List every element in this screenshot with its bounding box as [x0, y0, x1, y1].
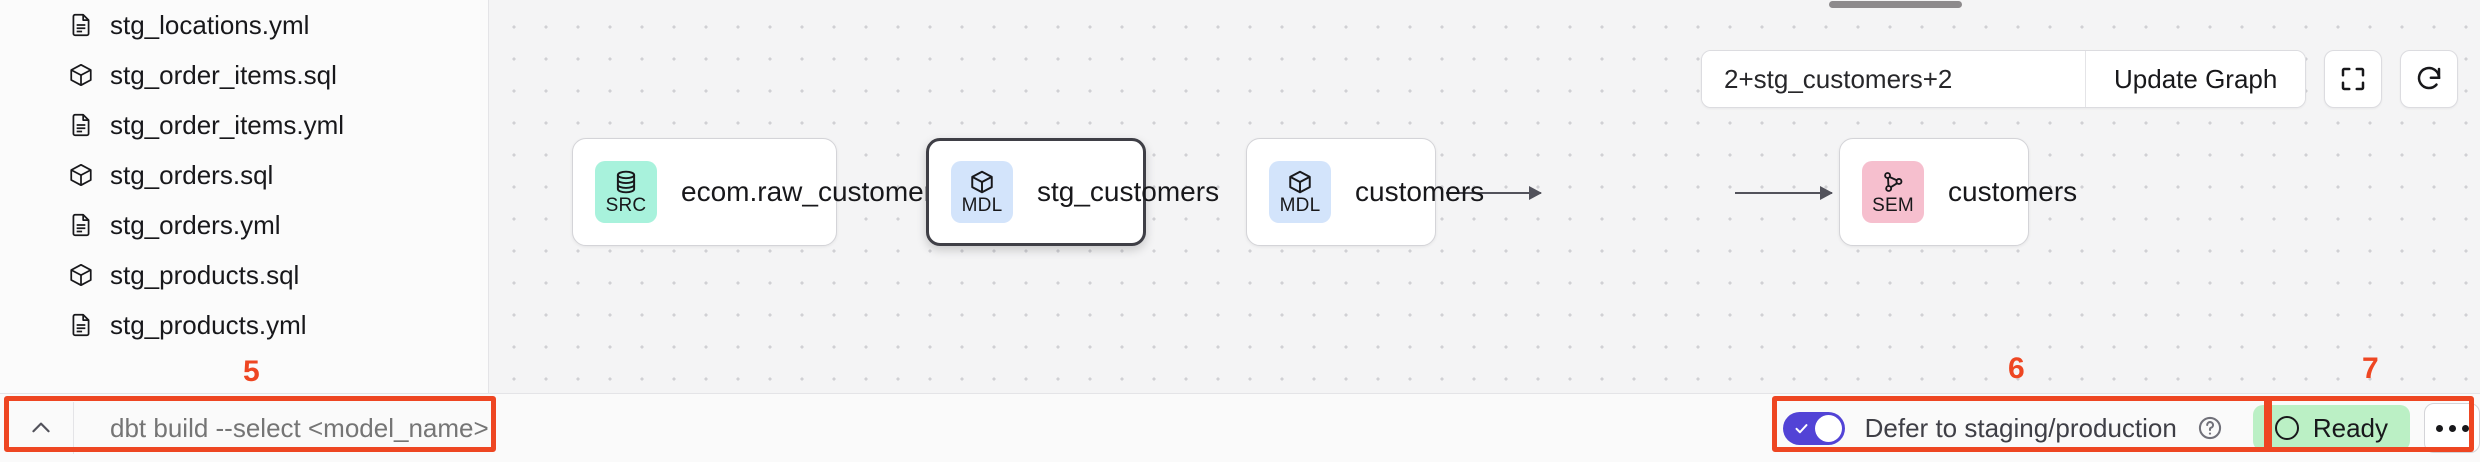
file-row[interactable]: stg_orders.sql — [0, 150, 488, 200]
graph-node-src[interactable]: SRC ecom.raw_customers — [572, 138, 947, 246]
node-abbr-mdl: MDL — [961, 195, 1003, 216]
database-icon — [616, 170, 636, 194]
file-row[interactable]: stg_products.sql — [0, 250, 488, 300]
file-row[interactable]: stg_orders.yml — [0, 200, 488, 250]
graph-selector-input[interactable] — [1702, 51, 2085, 107]
file-yaml-icon — [72, 313, 90, 337]
node-abbr-src: SRC — [605, 195, 647, 216]
file-yaml-icon — [72, 213, 90, 237]
file-row[interactable]: stg_order_items.sql — [0, 50, 488, 100]
defer-toggle[interactable] — [1782, 411, 1845, 445]
status-badge[interactable]: Ready — [2252, 405, 2410, 451]
edge-stg-to-mdl — [1446, 186, 1542, 200]
more-dot-2 — [2448, 424, 2456, 432]
file-name: stg_orders.yml — [110, 209, 281, 240]
file-name: stg_products.sql — [110, 259, 300, 290]
file-name: stg_orders.sql — [110, 159, 274, 190]
canvas-horizontal-scrollbar[interactable] — [1829, 1, 1962, 8]
file-tree-sidebar: stg_locations.yml stg_order_items.sql stg_… — [0, 0, 489, 393]
node-abbr-mdl-2: MDL — [1279, 195, 1321, 216]
graph-node-customers-mdl[interactable]: MDL customers — [1246, 138, 1484, 246]
refresh-icon — [2418, 66, 2441, 90]
chevron-up-icon — [31, 422, 50, 433]
file-name: stg_locations.yml — [110, 9, 310, 40]
node-badge-mdl: MDL — [951, 161, 1013, 223]
check-icon — [1795, 423, 1808, 433]
help-circle-icon[interactable] — [2197, 415, 2223, 441]
node-label-src: ecom.raw_customers — [681, 176, 948, 207]
more-options-button[interactable] — [2424, 403, 2480, 453]
semantic-graph-icon — [1884, 172, 1903, 192]
status-dot-icon — [2274, 416, 2299, 440]
cube-sql-icon — [70, 163, 92, 187]
status-group: Ready — [2237, 403, 2480, 453]
fullscreen-icon — [2342, 67, 2365, 91]
graph-node-customers-sem[interactable]: SEM customers — [1839, 138, 2077, 246]
bottom-command-bar: Defer to staging/production Ready — [0, 393, 2480, 462]
graph-node-stg-customers[interactable]: MDL stg_customers — [926, 138, 1219, 246]
collapse-panel-button[interactable] — [8, 402, 74, 454]
cube-icon — [971, 170, 993, 194]
file-row[interactable]: stg_order_items.yml — [0, 100, 488, 150]
file-row[interactable]: stg_locations.yml — [0, 0, 488, 50]
cube-icon — [1289, 170, 1311, 194]
node-badge-sem: SEM — [1862, 161, 1924, 223]
node-badge-mdl-2: MDL — [1269, 161, 1331, 223]
edge-mdl-to-sem — [1735, 186, 1833, 200]
file-row[interactable]: stg_products.yml — [0, 300, 488, 350]
file-yaml-icon — [72, 13, 90, 37]
node-label-customers-sem: customers — [1948, 176, 2078, 207]
update-graph-button[interactable]: Update Graph — [2085, 51, 2306, 107]
file-list: stg_locations.yml stg_order_items.sql stg_… — [0, 0, 488, 350]
more-dot-3 — [2461, 424, 2469, 432]
node-label-customers-mdl: customers — [1355, 176, 1485, 207]
node-abbr-sem: SEM — [1872, 195, 1914, 216]
file-name: stg_order_items.yml — [110, 109, 345, 140]
refresh-button[interactable] — [2400, 50, 2459, 108]
dbt-command-input[interactable] — [74, 402, 499, 454]
fullscreen-button[interactable] — [2324, 50, 2383, 108]
more-dot-1 — [2435, 424, 2443, 432]
lineage-graph-canvas[interactable]: Update Graph — [489, 0, 2480, 393]
defer-label: Defer to staging/production — [1864, 412, 2177, 443]
node-label-stg-customers: stg_customers — [1037, 176, 1220, 207]
command-input-group — [8, 402, 499, 454]
file-name: stg_products.yml — [110, 309, 307, 340]
graph-toolbar: Update Graph — [1701, 50, 2459, 108]
file-name: stg_order_items.sql — [110, 59, 337, 90]
toggle-knob — [1814, 414, 1842, 442]
status-label: Ready — [2312, 412, 2388, 443]
defer-setting-group: Defer to staging/production — [1769, 411, 2237, 445]
cube-sql-icon — [70, 263, 92, 287]
cube-sql-icon — [70, 63, 92, 87]
node-badge-src: SRC — [595, 161, 657, 223]
selector-group: Update Graph — [1701, 50, 2307, 108]
bottom-bar-right: Defer to staging/production Ready — [1769, 403, 2480, 453]
file-yaml-icon — [72, 113, 90, 137]
